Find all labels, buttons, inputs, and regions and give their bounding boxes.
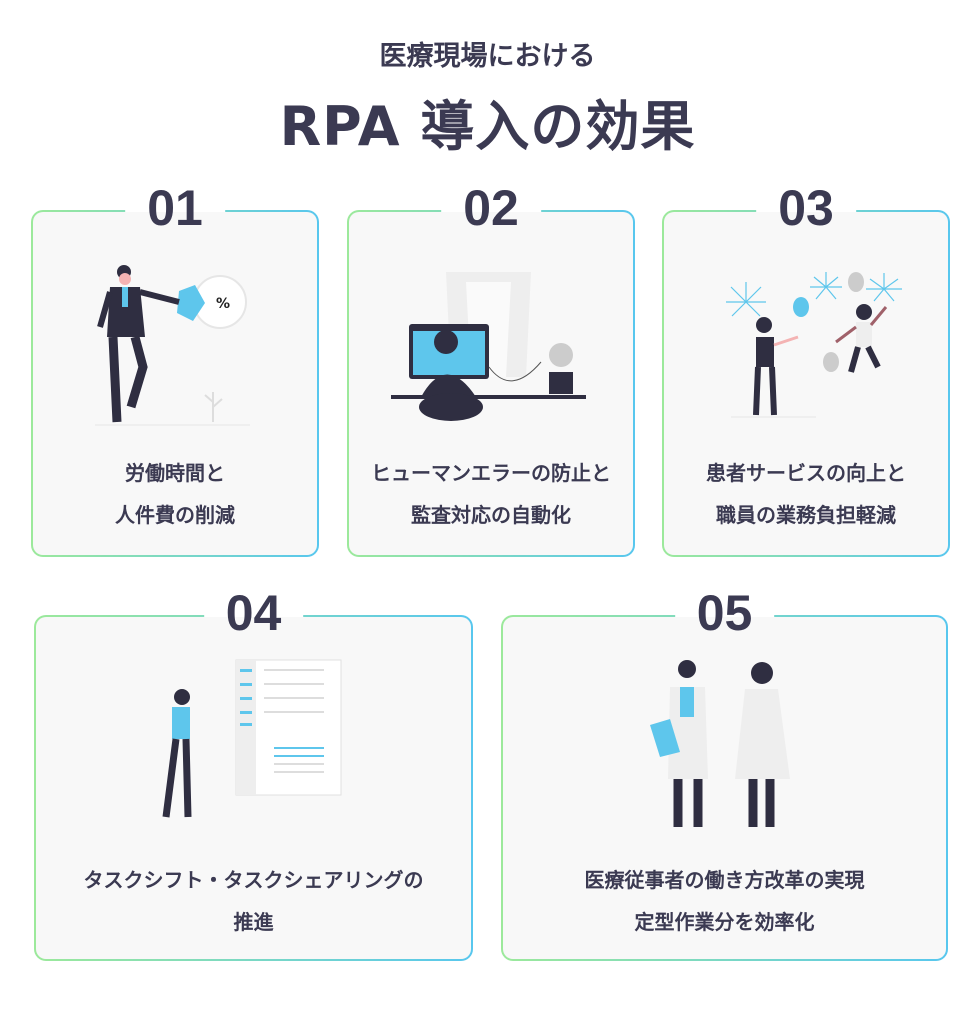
- doctors-illustration: [649, 660, 790, 827]
- page-subtitle: 医療現場における: [379, 41, 596, 72]
- card-03: 03 患者サービスの向上と職員の業務負担軽減: [662, 178, 950, 557]
- card-02: 02 ヒューマンエラーの防止と監査対応の自動化: [347, 178, 635, 557]
- businessman-percentage-illustration: %: [95, 265, 250, 426]
- percent-badge: %: [216, 296, 230, 312]
- card-number: 02: [441, 178, 541, 242]
- card-01: 01 % 労働時間と人件費の削減: [31, 178, 319, 557]
- card-label: タスクシフト・タスクシェアリングの推進: [83, 868, 424, 934]
- card-number: 01: [125, 178, 225, 242]
- celebration-illustration: [726, 272, 902, 418]
- card-04: 04 タスクシフト・タスクシェアリングの推進: [34, 583, 473, 961]
- card-number: 04: [203, 583, 304, 647]
- card-label: 医療従事者の働き方改革の実現定型作業分を効率化: [584, 868, 865, 934]
- developer-computer-illustration: [391, 272, 586, 421]
- card-05: 05 医療従事者の働き方改革の実現定型作業分を効率化: [501, 583, 948, 961]
- card-label: 労働時間と人件費の削減: [115, 461, 235, 527]
- card-label: 患者サービスの向上と職員の業務負担軽減: [706, 461, 906, 527]
- person-document-illustration: [162, 659, 341, 818]
- card-label: ヒューマンエラーの防止と監査対応の自動化: [371, 461, 611, 527]
- page-title: RPA 導入の効果: [279, 95, 696, 158]
- card-number: 03: [756, 178, 856, 242]
- card-number: 05: [674, 583, 775, 647]
